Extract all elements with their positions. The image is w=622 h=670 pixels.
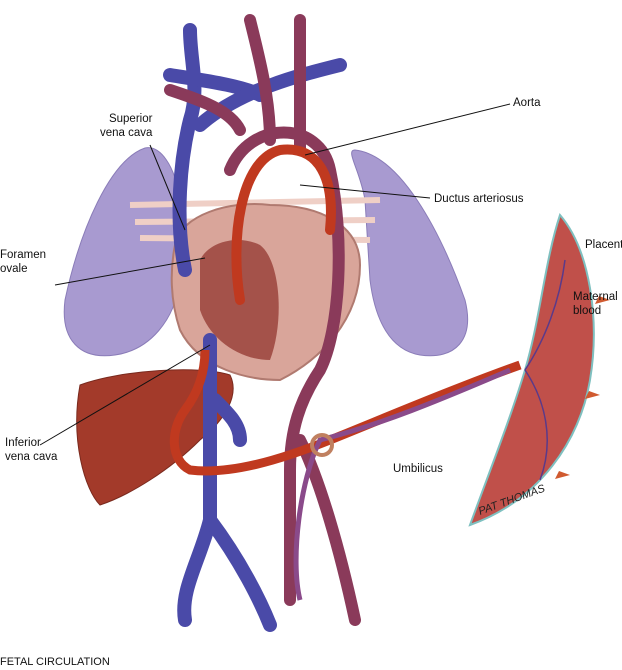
label-aorta: Aorta [513, 97, 541, 109]
maternal-blood-arrows [555, 296, 610, 479]
umbilical-arteries [293, 367, 511, 601]
right-lung [351, 149, 469, 357]
placenta [468, 213, 595, 527]
figure-caption: FETAL CIRCULATION [0, 656, 110, 668]
label-placenta: Placenta [585, 239, 622, 251]
aortic-arch [231, 144, 336, 305]
arterial-vessels [164, 14, 361, 626]
umbilical-ring [310, 433, 334, 457]
left-lung [63, 147, 181, 357]
umbilical-vein [169, 349, 522, 476]
leader-lines [39, 103, 511, 446]
label-umbilicus: Umbilicus [393, 463, 443, 475]
label-ductus-arteriosus: Ductus arteriosus [434, 193, 524, 205]
